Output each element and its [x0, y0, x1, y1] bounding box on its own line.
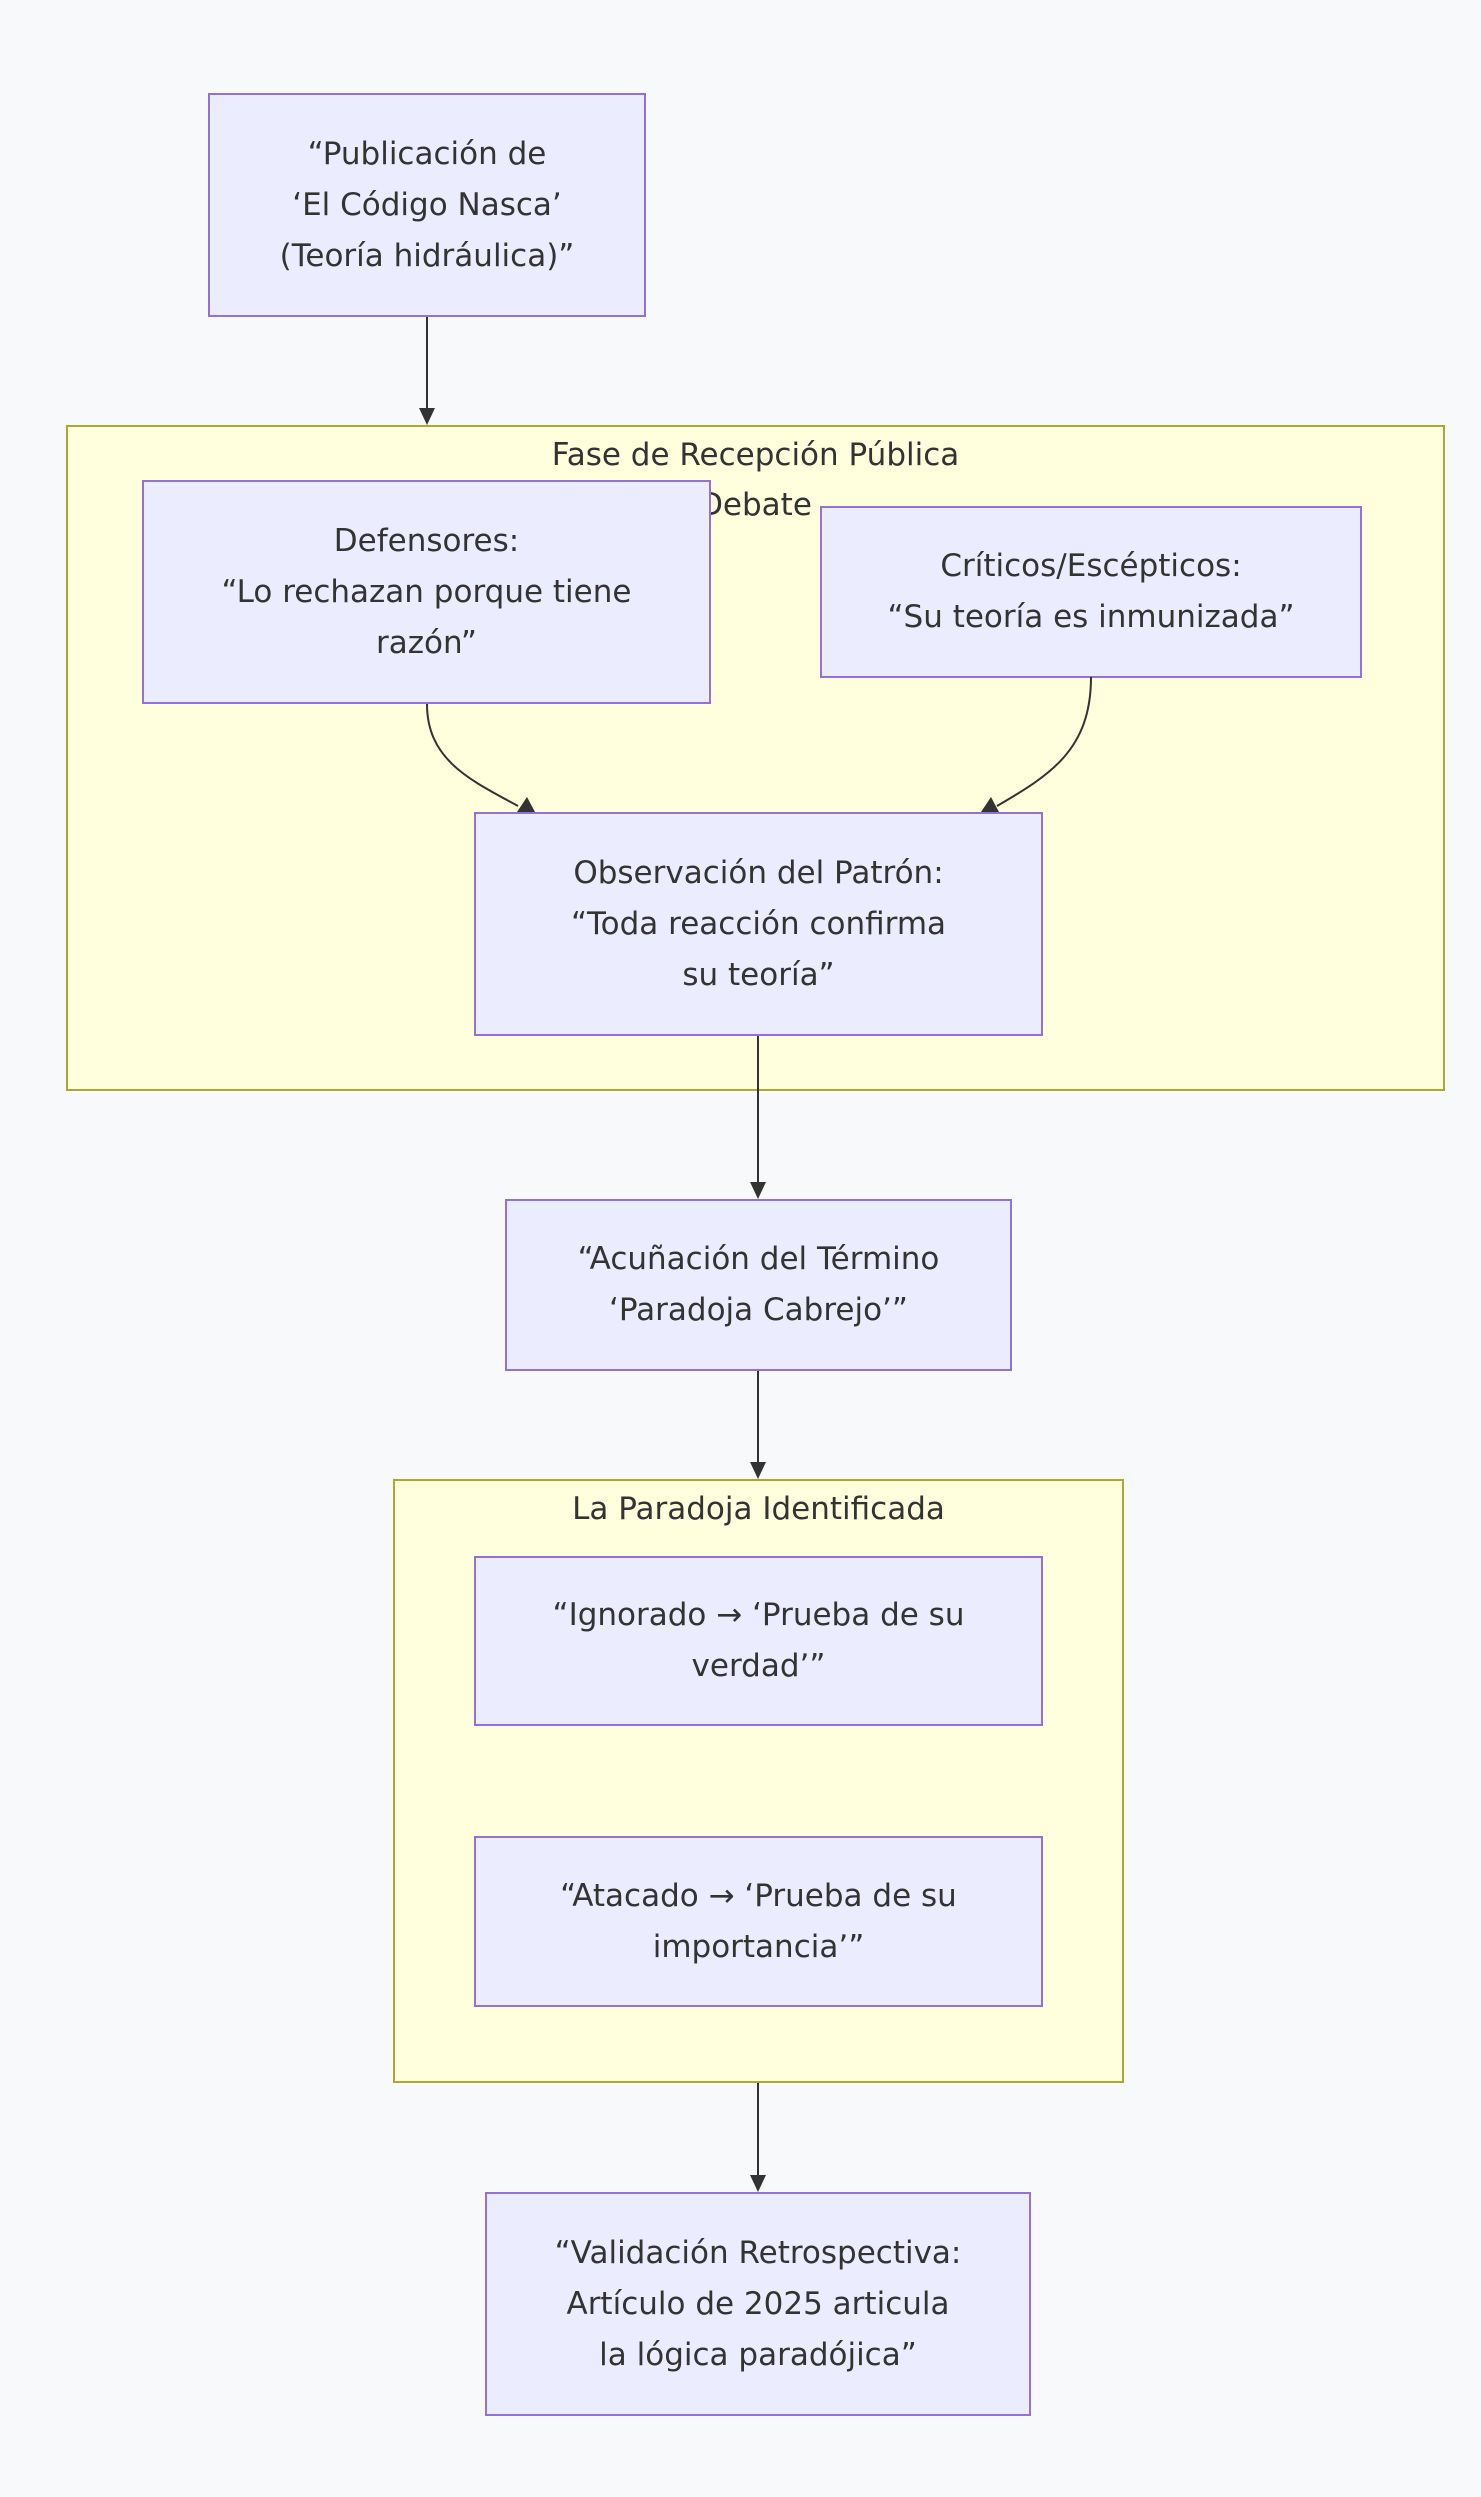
node-label: “Publicación de ‘El Código Nasca’ (Teorí…	[279, 135, 575, 274]
edge-paradoja-to-validacion	[750, 2083, 766, 2192]
node-label: “Atacado → ‘Prueba de su importancia’”	[560, 1877, 957, 1965]
node-label: Críticos/Escépticos: “Su teoría es inmun…	[887, 548, 1295, 635]
cluster-title-fase-recepcion: Fase de Recepción Pública Debate	[551, 437, 960, 523]
node-label: “Validación Retrospectiva: Artículo de 2…	[554, 2234, 962, 2373]
node-label: “Acuñación del Término ‘Paradoja Cabrejo…	[577, 1241, 940, 1328]
node-label: Observación del Patrón: “Toda reacción c…	[570, 854, 947, 993]
node-publicacion[interactable]: “Publicación de ‘El Código Nasca’ (Teorí…	[208, 93, 646, 317]
arrowhead-icon	[750, 1462, 766, 1479]
cluster-title-paradoja: La Paradoja Identificada	[572, 1491, 945, 1527]
edge-publicacion-to-recepcion	[419, 317, 435, 425]
node-ignorado[interactable]: “Ignorado → ‘Prueba de su verdad’”	[474, 1556, 1043, 1726]
node-atacado[interactable]: “Atacado → ‘Prueba de su importancia’”	[474, 1836, 1043, 2007]
arrowhead-icon	[750, 2175, 766, 2192]
node-defensores[interactable]: Defensores: “Lo rechazan porque tiene ra…	[142, 480, 711, 704]
node-label: Defensores: “Lo rechazan porque tiene ra…	[221, 522, 632, 661]
node-observacion[interactable]: Observación del Patrón: “Toda reacción c…	[474, 812, 1043, 1036]
arrowhead-icon	[750, 1182, 766, 1199]
node-validacion[interactable]: “Validación Retrospectiva: Artículo de 2…	[485, 2192, 1031, 2416]
node-label: “Ignorado → ‘Prueba de su verdad’”	[552, 1597, 965, 1684]
edge-acunacion-to-paradoja	[750, 1371, 766, 1479]
node-criticos[interactable]: Críticos/Escépticos: “Su teoría es inmun…	[820, 506, 1362, 678]
node-acunacion[interactable]: “Acuñación del Término ‘Paradoja Cabrejo…	[505, 1199, 1012, 1371]
arrowhead-icon	[419, 408, 435, 425]
